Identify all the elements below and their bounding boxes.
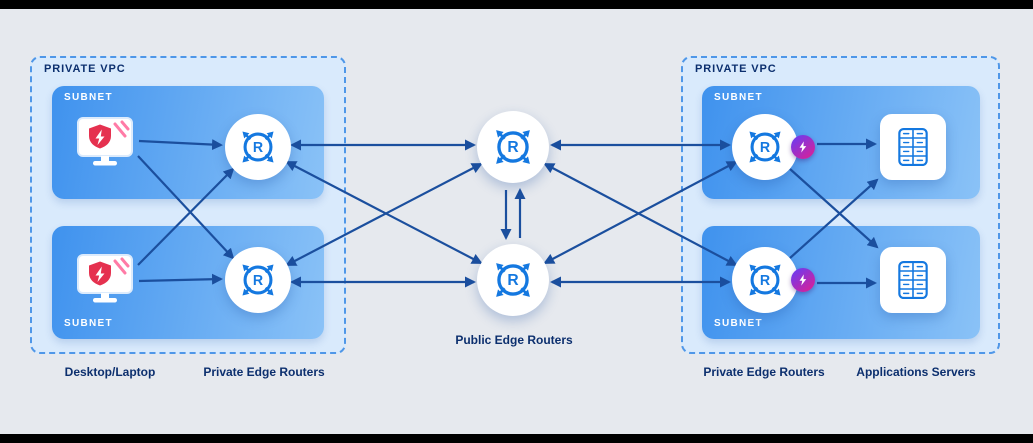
private-edge-router-right-1: R — [732, 114, 798, 180]
application-server-1 — [880, 114, 946, 180]
svg-text:R: R — [760, 140, 771, 156]
svg-text:R: R — [253, 140, 264, 156]
public-edge-router-2: R — [477, 244, 549, 316]
svg-text:R: R — [253, 273, 264, 289]
desktop-laptop-icon — [76, 116, 134, 167]
caption-public-edge-routers: Public Edge Routers — [455, 333, 573, 347]
router-icon: R — [742, 124, 788, 170]
lightning-icon — [799, 274, 807, 286]
left-subnet-1-label: SUBNET — [64, 92, 113, 103]
private-edge-router-left-2: R — [225, 247, 291, 313]
router-icon: R — [235, 124, 281, 170]
lightning-badge-icon — [791, 268, 815, 292]
top-letterbox-bar — [0, 0, 1033, 9]
caption-private-edge-routers-left: Private Edge Routers — [203, 365, 325, 379]
svg-text:R: R — [507, 139, 518, 156]
router-icon: R — [488, 255, 538, 305]
left-subnet-2-label: SUBNET — [64, 318, 113, 329]
router-icon: R — [235, 257, 281, 303]
private-edge-router-left-1: R — [225, 114, 291, 180]
application-server-2 — [880, 247, 946, 313]
desktop-laptop-icon — [76, 253, 134, 304]
router-icon: R — [488, 122, 538, 172]
server-rack-icon — [898, 260, 928, 300]
right-subnet-1-label: SUBNET — [714, 92, 763, 103]
lightning-badge-icon — [791, 135, 815, 159]
private-edge-router-right-2: R — [732, 247, 798, 313]
right-subnet-2-label: SUBNET — [714, 318, 763, 329]
bottom-letterbox-bar — [0, 434, 1033, 443]
server-rack-icon — [898, 127, 928, 167]
caption-private-edge-routers-right: Private Edge Routers — [703, 365, 825, 379]
caption-desktop-laptop: Desktop/Laptop — [64, 365, 156, 379]
right-private-vpc-label: PRIVATE VPC — [695, 63, 777, 75]
svg-text:R: R — [760, 273, 771, 289]
svg-text:R: R — [507, 272, 518, 289]
lightning-icon — [799, 141, 807, 153]
public-edge-router-1: R — [477, 111, 549, 183]
caption-applications-servers: Applications Servers — [856, 365, 976, 379]
left-private-vpc-label: PRIVATE VPC — [44, 63, 126, 75]
router-icon: R — [742, 257, 788, 303]
